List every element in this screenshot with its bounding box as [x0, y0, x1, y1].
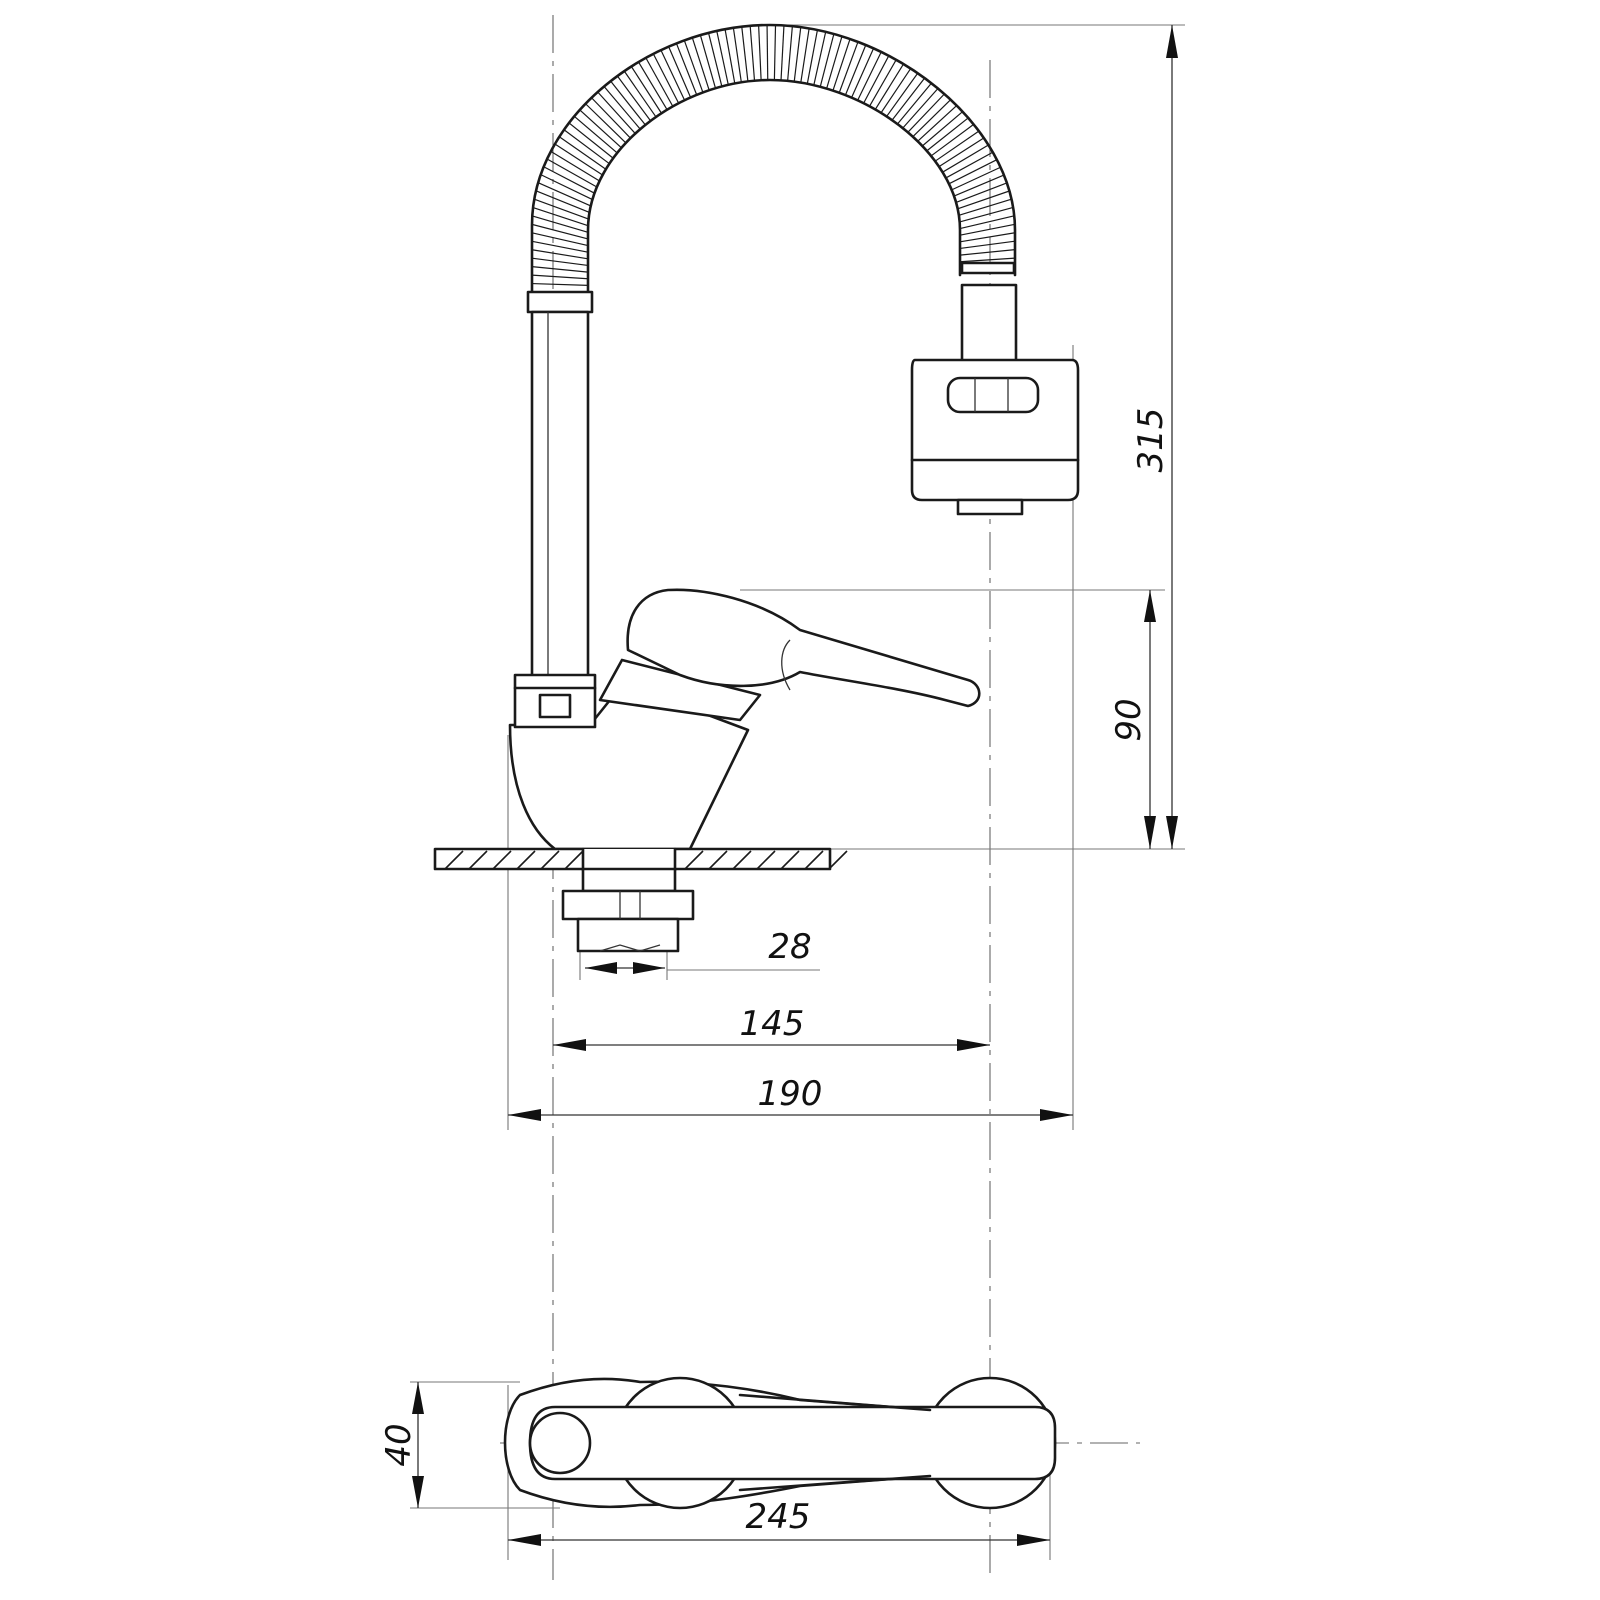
- arrow-245-left: [508, 1534, 541, 1546]
- lever-handle: [626, 588, 981, 708]
- mounting-plate: [433, 847, 848, 872]
- arrow-190-right: [1040, 1109, 1073, 1121]
- dim-label-145: 145: [740, 1004, 805, 1044]
- dim-label-90: 90: [1109, 698, 1149, 741]
- dimension-arrows: [412, 25, 1178, 1546]
- top-view: [503, 1376, 1057, 1510]
- dim-label-28: 28: [768, 927, 811, 967]
- dimension-labels: 315 90 28 145 190 245 40: [379, 408, 1171, 1537]
- arrow-245-right: [1017, 1534, 1050, 1546]
- flexible-spout-hose: [530, 23, 1017, 294]
- arrow-315-bottom: [1166, 816, 1178, 849]
- arrow-40-top: [412, 1382, 424, 1414]
- arrow-90-bottom: [1144, 816, 1156, 849]
- arrow-40-bottom: [412, 1476, 424, 1508]
- dim-label-315: 315: [1131, 408, 1171, 473]
- arrow-145-left: [553, 1039, 586, 1051]
- arrow-28-right: [633, 962, 665, 974]
- dim-label-190: 190: [758, 1074, 823, 1114]
- dim-label-40: 40: [379, 1423, 419, 1466]
- riser-pipe: [526, 290, 594, 679]
- dim-label-245: 245: [746, 1497, 811, 1537]
- arrow-190-left: [508, 1109, 541, 1121]
- threaded-connector: [561, 867, 695, 953]
- spray-head: [910, 261, 1080, 516]
- faucet-body: [508, 658, 762, 851]
- arrow-90-top: [1144, 590, 1156, 622]
- arrow-315-top: [1166, 25, 1178, 58]
- arrow-145-right: [957, 1039, 990, 1051]
- arrow-28-left: [585, 962, 617, 974]
- extension-lines: [410, 24, 1185, 1560]
